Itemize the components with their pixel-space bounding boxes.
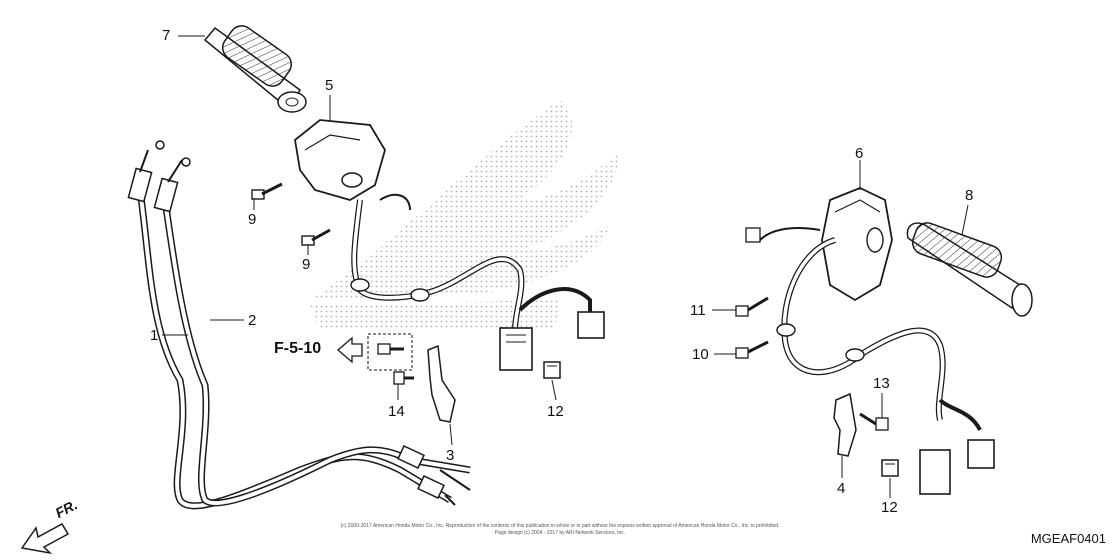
cable-clamp-4	[833, 392, 857, 457]
callout-12-right: 12	[881, 499, 898, 516]
callout-11: 11	[690, 302, 706, 319]
callout-1: 1	[150, 327, 159, 344]
cable-clamp-3	[427, 344, 456, 423]
callout-7: 7	[162, 27, 171, 44]
bolt-14	[393, 371, 414, 385]
reference-screw-box	[337, 333, 413, 371]
connector-12-left	[543, 361, 561, 379]
copyright-line-2: Page design (c) 2004 - 2017 by ARI Netwo…	[494, 530, 626, 536]
left-grip	[906, 222, 1033, 317]
callout-13: 13	[873, 375, 890, 392]
reference-label: F-5-10	[274, 340, 322, 357]
callout-10: 10	[692, 346, 709, 363]
callout-9-upper: 9	[248, 211, 257, 228]
connector-12-right	[881, 459, 899, 477]
diagram-code: MGEAF0401	[1030, 531, 1106, 546]
callout-9-lower: 9	[302, 256, 311, 273]
callout-6: 6	[855, 145, 864, 162]
callout-4: 4	[837, 480, 846, 497]
leader-lines	[162, 35, 969, 498]
screw-9-lower	[301, 228, 331, 246]
callout-3: 3	[446, 447, 455, 464]
copyright-line-1: (c) 2000-2017 American Honda Motor Co., …	[340, 523, 780, 529]
callout-8: 8	[965, 187, 974, 204]
callout-12-left: 12	[547, 403, 564, 420]
bolt-13	[859, 412, 889, 431]
callout-14: 14	[388, 403, 405, 420]
watermark-wing-logo	[310, 100, 620, 330]
screw-9-upper	[251, 182, 283, 200]
screw-10	[735, 340, 769, 359]
screw-11	[735, 296, 769, 317]
right-handlebar-switch	[745, 187, 995, 495]
throttle-grip	[203, 25, 307, 113]
front-direction-arrow	[20, 522, 70, 555]
callout-5: 5	[325, 77, 334, 94]
left-handlebar-switch	[294, 119, 605, 371]
throttle-cable-assembly	[127, 140, 471, 510]
callout-2: 2	[248, 312, 257, 329]
